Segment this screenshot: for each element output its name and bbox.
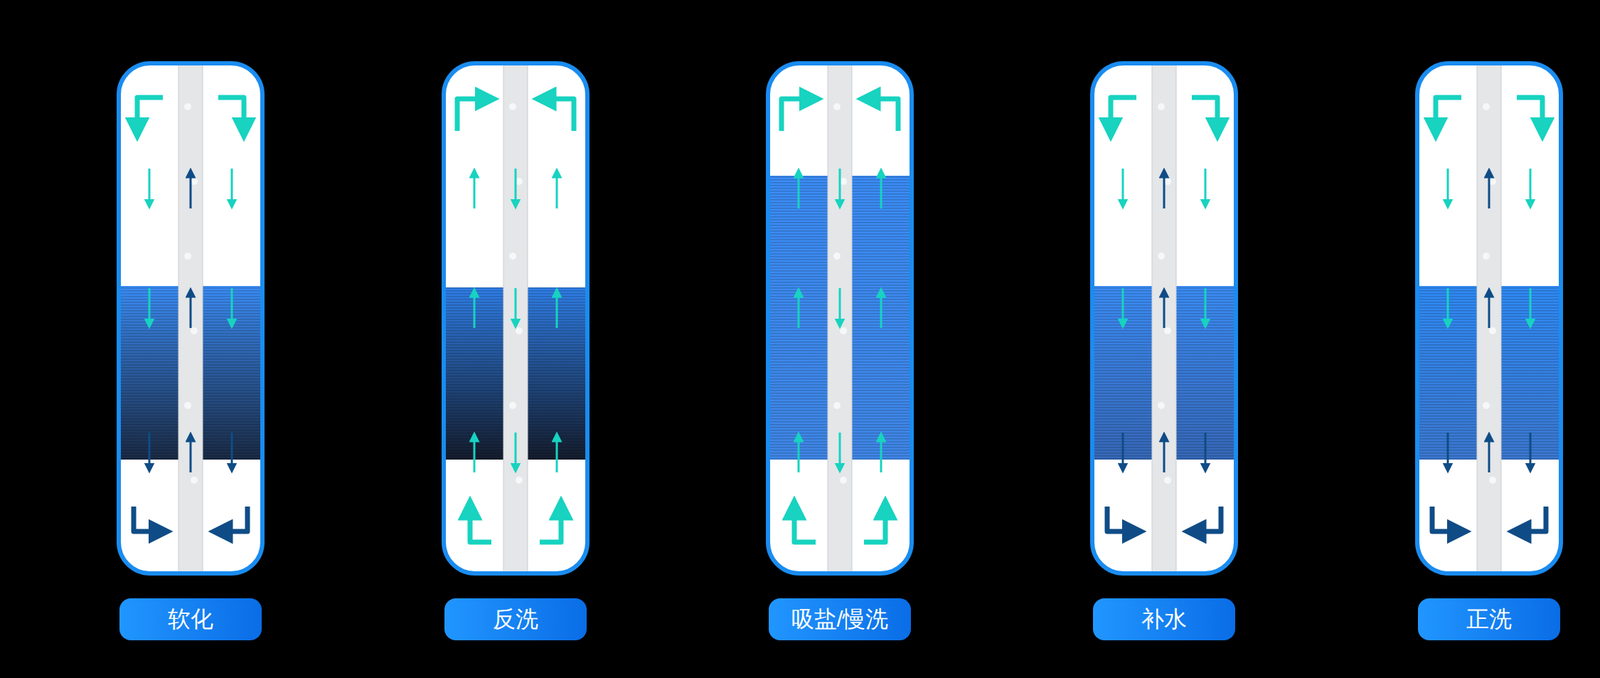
- softener-tank: [443, 63, 588, 574]
- mode-label: 补水: [1092, 598, 1236, 640]
- softener-tank: [118, 63, 263, 574]
- mode-label: 正洗: [1417, 598, 1561, 640]
- softener-tank: [1092, 63, 1236, 574]
- mode-label: 吸盐/慢洗: [768, 598, 911, 640]
- mode-name: 软化: [167, 605, 214, 633]
- mode-name: 补水: [1141, 605, 1187, 633]
- mode-label: 软化: [119, 598, 262, 640]
- mode-label: 反洗: [444, 598, 587, 640]
- mode-name: 反洗: [492, 605, 539, 633]
- softener-tank: [768, 63, 912, 574]
- mode-name: 正洗: [1466, 605, 1512, 633]
- mode-name: 吸盐/慢洗: [791, 605, 889, 633]
- softener-tank: [1417, 63, 1561, 574]
